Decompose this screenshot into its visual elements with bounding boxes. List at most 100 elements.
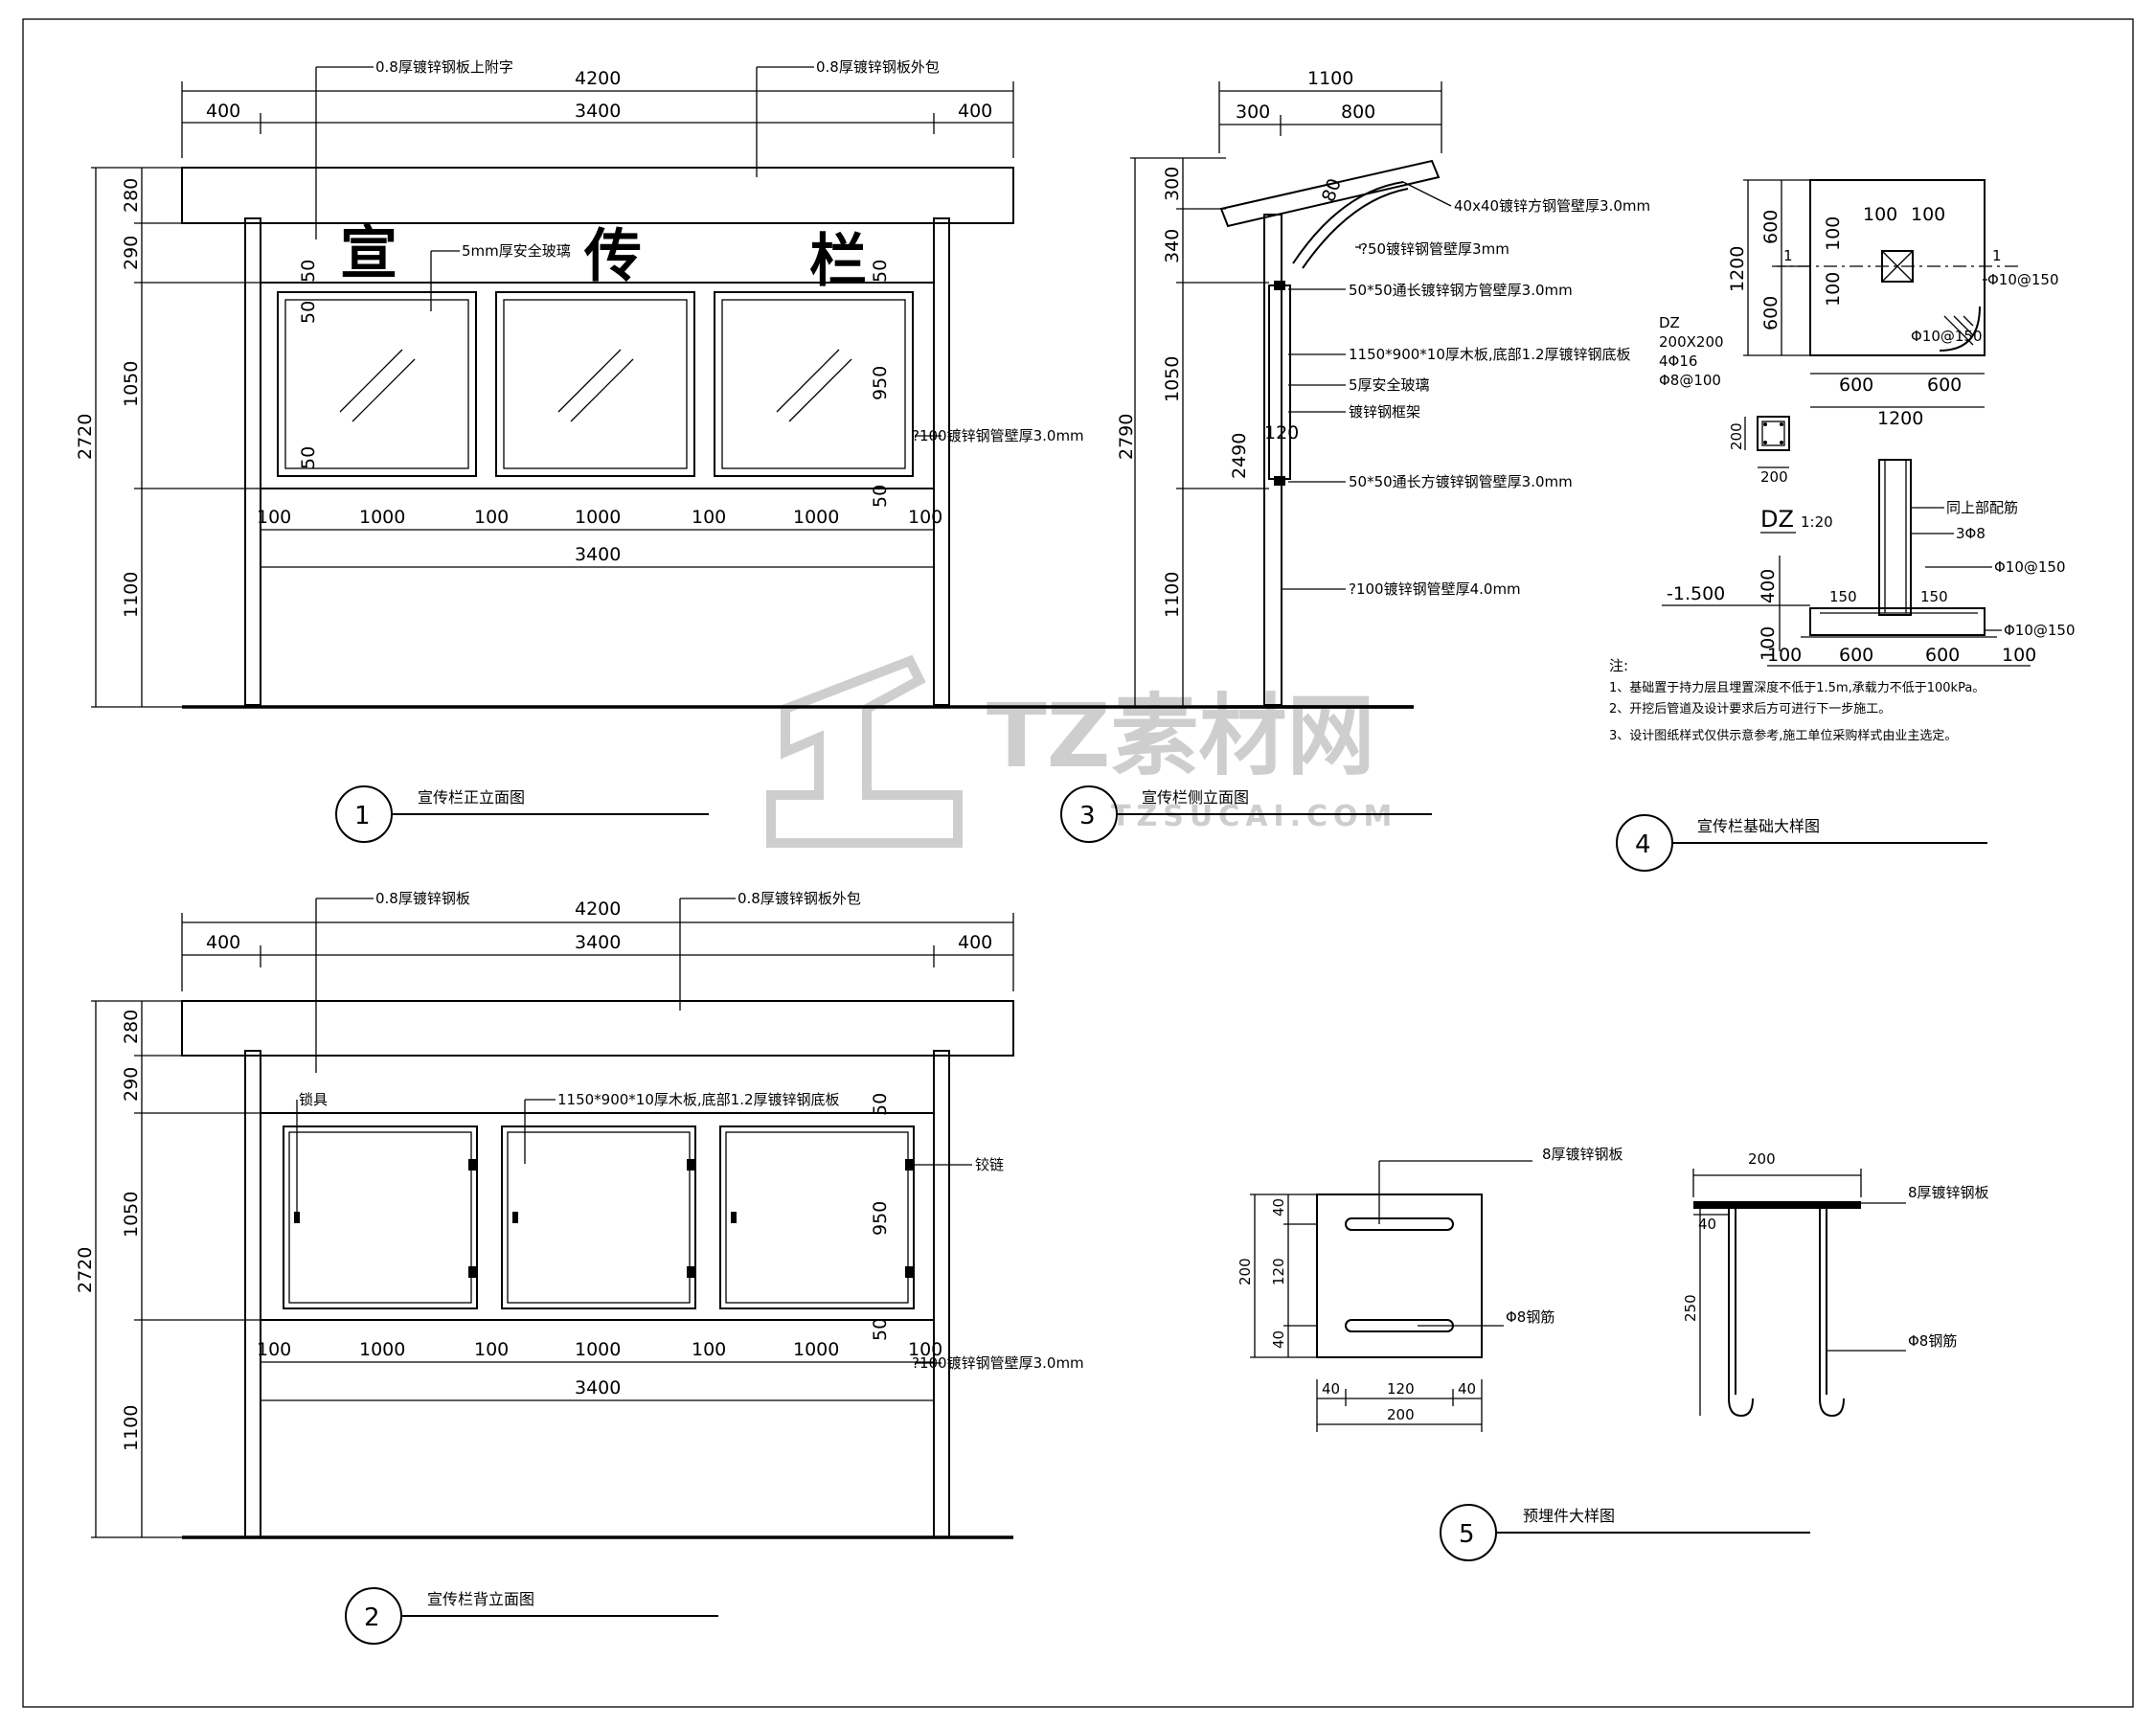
d2-right-post [933,1050,950,1538]
hinge-icon [468,1159,478,1171]
d3-callout-3: 50*50通长镀锌钢方管壁厚3.0mm [1349,282,1573,299]
d4-plan-dim: 1200 [1877,408,1923,429]
d4-plan-dim: 1200 [1727,246,1748,292]
d2-dim-bottom-total: 3400 [575,1377,621,1398]
d2-dim-right: 400 [958,932,992,953]
d4-section-dim: 150 [1920,588,1948,605]
d1-dim-total-width: 4200 [575,68,621,89]
d2-roof-panel [181,1000,1014,1057]
d4-plan-dim: 100 [1863,204,1897,225]
d2-door-2 [501,1125,696,1309]
watermark-logo [766,654,963,848]
d1-dim-inner: 50 [870,485,891,508]
d1-dim-bottom: 100 [692,507,726,528]
d2-dim-bottom: 100 [692,1339,726,1360]
d3-dim-h1: 300 [1162,167,1183,201]
d4-dz-dim: 200 [1728,422,1745,450]
d1-dim-bottom: 100 [474,507,509,528]
d5-number: 5 [1459,1520,1475,1549]
d3-callout-7: 50*50通长方镀锌钢管壁厚3.0mm [1349,473,1573,490]
hinge-icon [687,1266,696,1278]
d1-callout-glass: 5mm厚安全玻璃 [462,242,571,260]
d4-plan-dim: 100 [1911,204,1945,225]
lock-icon [512,1212,518,1223]
d1-dim-inner: 950 [870,366,891,400]
d4-dz-spec: Φ8@100 [1659,372,1721,389]
d4-section-label: Φ10@150 [2004,622,2076,639]
d3-callout-5: 5厚安全玻璃 [1349,376,1430,394]
d2-dim-middle: 3400 [575,932,621,953]
d2-callout-hinge: 铰链 [975,1156,1004,1173]
d1-callout-post: ?100镀锌钢管壁厚3.0mm [912,427,1084,444]
d1-dim-inner: 50 [298,446,319,469]
d2-dim-bottom: 1000 [359,1339,405,1360]
d1-dim-inner: 50 [870,260,891,283]
side-elevation: 1100 300 800 300 340 1050 1100 2790 2490… [1060,68,1650,843]
d1-dim-h4: 1100 [121,572,142,618]
d5-plate-section [1693,1201,1861,1209]
d3-callout-4: 1150*900*10厚木板,底部1.2厚镀锌钢底板 [1349,346,1631,363]
d5-sec-dim: 40 [1698,1216,1716,1233]
d3-callout-8: ?100镀锌钢管壁厚4.0mm [1349,580,1521,598]
d5-anchor-hook-left [1728,1209,1754,1418]
d1-right-post [933,217,950,706]
d2-dim-h4: 1100 [121,1405,142,1451]
d4-rebar-label: Φ10@150 [1987,271,2059,288]
d2-dim-total-width: 4200 [575,898,621,920]
d4-section-scale: 1:20 [1801,513,1833,531]
lock-icon [294,1212,300,1223]
d5-anchor-bar-top [1345,1217,1454,1231]
d1-dim-left: 400 [206,101,240,122]
d5-plate-plan [1316,1194,1483,1358]
d4-rebar-label: Φ10@150 [1911,328,1983,345]
d4-section-label: 3Φ8 [1956,525,1986,542]
d2-dim-h1: 280 [121,1010,142,1044]
d2-number-circle [345,1587,402,1645]
d2-dim-inner: 50 [870,1318,891,1341]
d3-board-section [1268,284,1291,480]
d2-dim-inner: 950 [870,1201,891,1236]
d3-dim-total-height: 2790 [1116,414,1137,460]
d1-dim-inner: 50 [298,301,319,324]
watermark-brand: TZ素材网 [987,685,1374,787]
d3-dim-h3: 1050 [1162,356,1183,402]
d3-dim-board-depth: 120 [1264,422,1299,443]
d5-anchor-hook-right [1819,1209,1845,1418]
d5-sec-dim: 250 [1682,1294,1699,1322]
d4-note: 1、基础置于持力层且埋置深度不低于1.5m,承载力不低于100kPa。 [1609,680,1985,695]
d1-left-post [244,217,261,706]
d4-note: 3、设计图纸样式仅供示意参考,施工单位采购样式由业主选定。 [1609,728,1957,743]
d4-plan-dim: 100 [1823,216,1844,251]
d5-dim: 200 [1237,1258,1254,1285]
d2-dim-total-height: 2720 [75,1247,96,1293]
d2-dim-bottom: 100 [908,1339,942,1360]
d3-dim-width: 1100 [1307,68,1353,89]
d2-dim-bottom: 100 [257,1339,291,1360]
d3-sloped-roof [1219,159,1441,228]
d4-dz-spec: 4Φ16 [1659,352,1697,370]
d5-sec-label: Φ8钢筋 [1908,1332,1957,1350]
d4-footing [1809,607,1986,636]
d4-section-dim: 150 [1829,588,1857,605]
d2-callout-board: 1150*900*10厚木板,底部1.2厚镀锌钢底板 [557,1091,840,1108]
d2-dim-h3: 1050 [121,1192,142,1238]
d2-door-3 [719,1125,915,1309]
d1-dim-h2: 290 [121,236,142,270]
d1-dim-bottom: 1000 [793,507,839,528]
d1-number: 1 [354,802,371,830]
d2-callout-lock: 锁具 [299,1091,328,1108]
d2-dim-bottom: 1000 [575,1339,621,1360]
d1-glass-panel-2 [495,291,695,477]
back-elevation: 4200 400 3400 400 280 290 [75,890,1084,1645]
d1-dim-total-height: 2720 [75,414,96,460]
d2-dim-left: 400 [206,932,240,953]
d5-sec-label: 8厚镀锌钢板 [1908,1184,1989,1201]
d5-bar-label: Φ8钢筋 [1506,1308,1555,1326]
d3-post [1263,214,1282,706]
d1-number-circle [335,785,393,843]
d5-dim: 40 [1270,1198,1287,1216]
d1-dim-bottom: 100 [257,507,291,528]
d4-section-mark-left: 1 [1783,247,1793,264]
d4-dz-dim: 200 [1760,468,1788,486]
